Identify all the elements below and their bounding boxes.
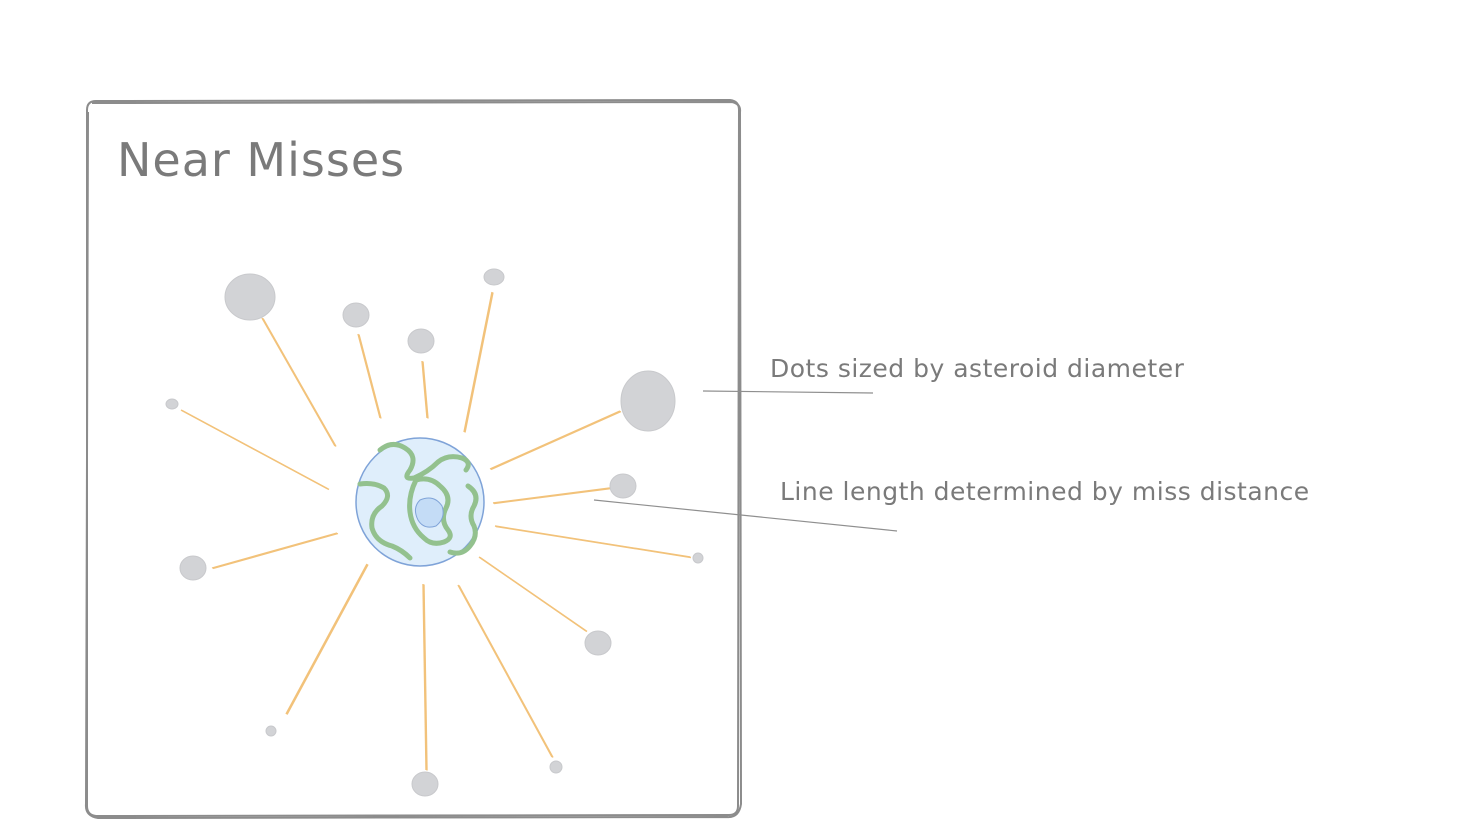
miss-distance-ray-sketch [479, 556, 588, 633]
asteroid-dot [411, 771, 439, 797]
miss-distance-ray-sketch [490, 410, 622, 471]
asteroid-dot [483, 268, 505, 286]
earth-landmass-north [377, 442, 471, 481]
miss-distance-ray-sketch [495, 525, 692, 559]
earth-landmass-west [357, 481, 413, 561]
asteroid-dot [342, 302, 370, 328]
annotation-line-length-leader [593, 499, 898, 532]
miss-distance-ray-sketch [464, 292, 494, 433]
asteroid-dot [407, 328, 435, 354]
miss-distance-ray [285, 563, 368, 715]
diagram-title: Near Misses [117, 133, 405, 187]
earth-landmass-east [447, 483, 479, 556]
earth-globe-icon [355, 437, 485, 567]
miss-distance-ray [463, 291, 493, 433]
miss-distance-ray-sketch [212, 532, 339, 570]
asteroid-dot [549, 760, 563, 774]
earth-landmass-center [407, 476, 453, 546]
earth-lake [414, 497, 444, 528]
miss-distance-ray-sketch [458, 585, 554, 758]
asteroid-dot [692, 552, 704, 564]
miss-distance-ray-sketch [493, 487, 612, 505]
miss-distance-ray [422, 583, 427, 771]
asteroid-dot [179, 555, 207, 581]
asteroid-dot [265, 725, 277, 737]
miss-distance-ray-sketch [423, 584, 428, 771]
asteroid-dot [620, 370, 676, 432]
asteroid-dot [584, 630, 612, 656]
annotation-dot-size: Dots sized by asteroid diameter [770, 354, 1185, 383]
asteroid-dot [224, 273, 276, 321]
miss-distance-ray-sketch [181, 409, 330, 491]
miss-distance-ray [489, 410, 621, 470]
asteroid-dots [165, 268, 704, 797]
annotation-line-length: Line length determined by miss distance [780, 477, 1310, 506]
miss-distance-ray [211, 532, 338, 569]
annotation-dot-size-leader [702, 390, 874, 394]
asteroid-dot [609, 473, 637, 499]
miss-distance-rays [180, 291, 692, 771]
miss-distance-ray [357, 333, 381, 419]
diagram-frame-sketch-line [84, 100, 743, 820]
asteroid-dot [165, 398, 179, 410]
miss-distance-ray-sketch [358, 334, 382, 419]
miss-distance-ray-sketch [422, 361, 429, 419]
miss-distance-ray [421, 360, 428, 419]
miss-distance-ray-sketch [262, 318, 337, 447]
miss-distance-ray-sketch [286, 564, 369, 715]
